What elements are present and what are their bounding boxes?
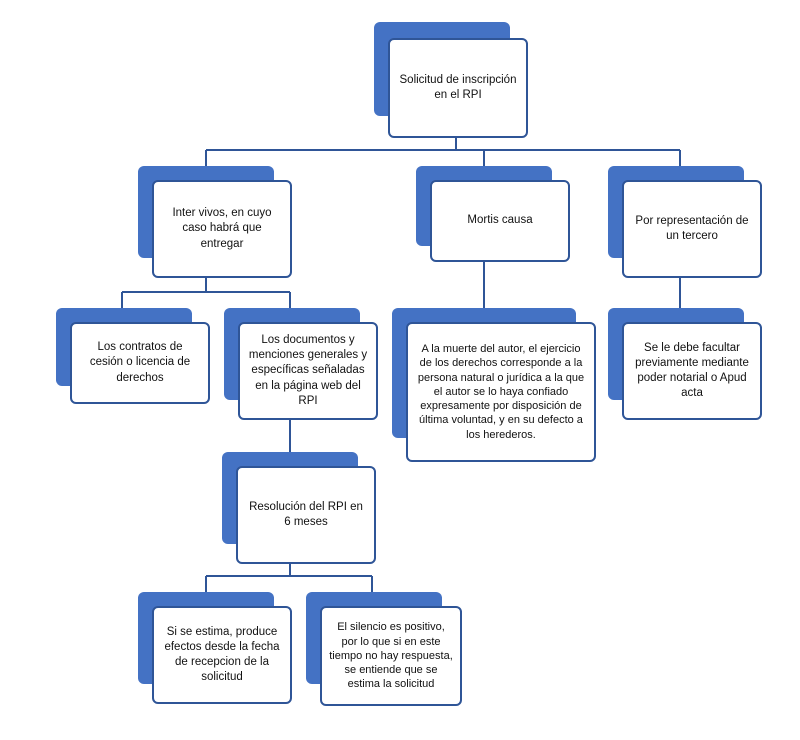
- node-silencio: El silencio es positivo, por lo que si e…: [306, 592, 462, 706]
- node-se-estima-label: Si se estima, produce efectos desde la f…: [164, 625, 280, 684]
- node-facultar: Se le debe facultar previamente mediante…: [608, 308, 764, 422]
- node-inter-vivos-label: Inter vivos, en cuyo caso habrá que entr…: [172, 207, 272, 250]
- node-muerte-autor: A la muerte del autor, el ejercicio de l…: [392, 308, 596, 462]
- node-representacion: Por representación de un tercero: [608, 166, 764, 280]
- node-resolucion: Resolución del RPI en 6 meses: [222, 452, 378, 566]
- node-inter-vivos: Inter vivos, en cuyo caso habrá que entr…: [138, 166, 294, 280]
- node-silencio-label: El silencio es positivo, por lo que si e…: [329, 621, 453, 691]
- node-contratos-label: Los contratos de cesión o licencia de de…: [89, 341, 191, 384]
- node-se-estima: Si se estima, produce efectos desde la f…: [138, 592, 294, 706]
- node-root-label: Solicitud de inscripción en el RPI: [399, 73, 517, 101]
- node-muerte-autor-label: A la muerte del autor, el ejercicio de l…: [417, 342, 585, 441]
- node-documentos: Los documentos y menciones generales y e…: [224, 308, 380, 422]
- node-root: Solicitud de inscripción en el RPI: [374, 22, 528, 138]
- node-contratos: Los contratos de cesión o licencia de de…: [56, 308, 212, 406]
- node-documentos-label: Los documentos y menciones generales y e…: [248, 334, 368, 407]
- node-representacion-label: Por representación de un tercero: [635, 214, 749, 242]
- node-mortis-causa-label: Mortis causa: [467, 214, 533, 227]
- node-mortis-causa: Mortis causa: [416, 166, 572, 264]
- node-resolucion-label: Resolución del RPI en 6 meses: [249, 500, 363, 528]
- node-facultar-label: Se le debe facultar previamente mediante…: [635, 341, 749, 400]
